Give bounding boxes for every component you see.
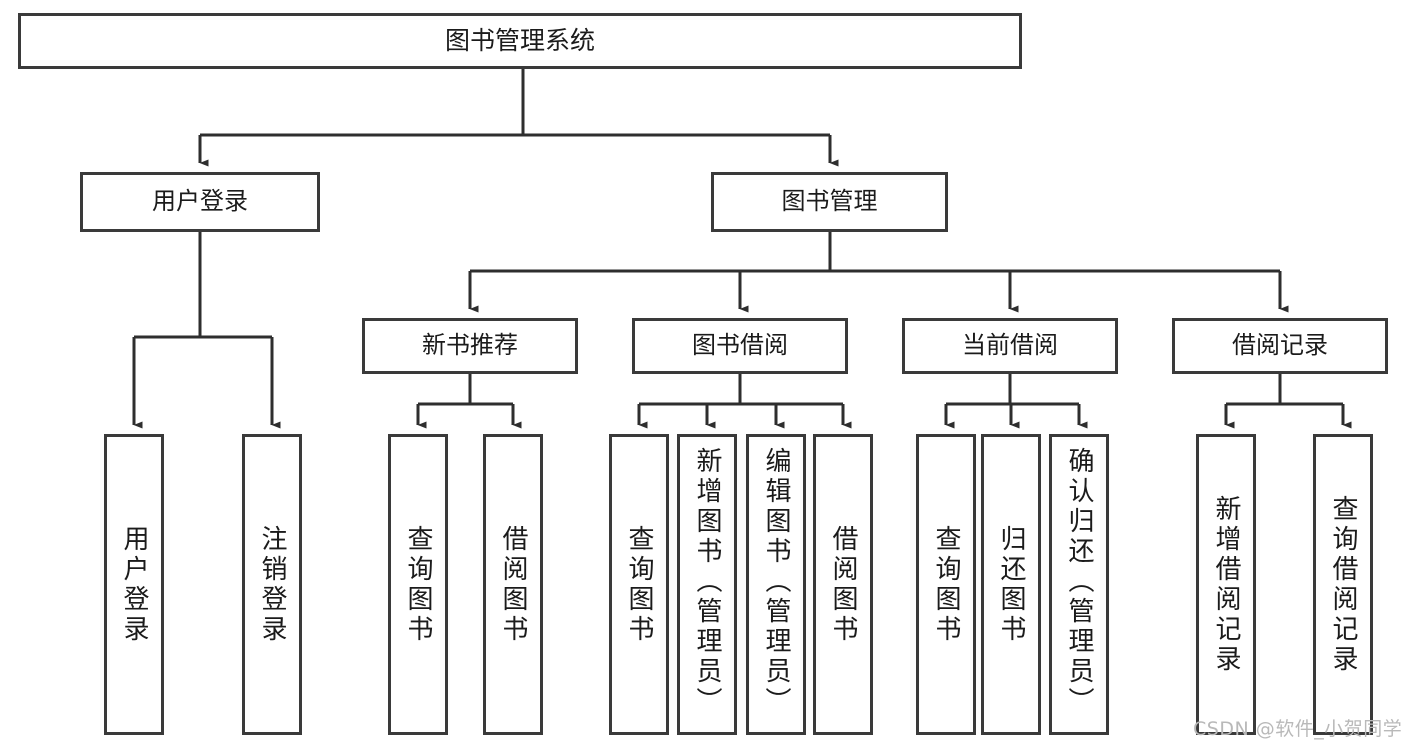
node-root-label: 图书管理系统 — [444, 25, 595, 55]
node-leaf-query-book-2-label: 查询图书 — [624, 524, 654, 645]
node-leaf-confirm-return[interactable]: 确认归还（管理员） — [1049, 434, 1109, 735]
node-current-borrow-label: 当前借阅 — [962, 331, 1058, 360]
node-leaf-query-record-label: 查询借阅记录 — [1328, 494, 1358, 675]
node-current-borrow[interactable]: 当前借阅 — [902, 318, 1118, 374]
node-leaf-query-book-1[interactable]: 查询图书 — [388, 434, 448, 735]
node-leaf-edit-book[interactable]: 编辑图书（管理员） — [746, 434, 806, 735]
node-leaf-confirm-return-label: 确认归还（管理员） — [1064, 447, 1094, 717]
node-new-book-rec-label: 新书推荐 — [422, 331, 518, 360]
node-leaf-user-login-label: 用户登录 — [119, 524, 149, 645]
node-new-book-rec[interactable]: 新书推荐 — [362, 318, 578, 374]
node-book-borrow-label: 图书借阅 — [692, 331, 788, 360]
node-leaf-edit-book-label: 编辑图书（管理员） — [761, 447, 791, 717]
node-leaf-add-record[interactable]: 新增借阅记录 — [1196, 434, 1256, 735]
node-leaf-query-record[interactable]: 查询借阅记录 — [1313, 434, 1373, 735]
node-leaf-return-book-label: 归还图书 — [996, 524, 1026, 645]
node-leaf-query-book-1-label: 查询图书 — [403, 524, 433, 645]
node-leaf-query-book-3[interactable]: 查询图书 — [916, 434, 976, 735]
node-leaf-borrow-book-1-label: 借阅图书 — [498, 524, 528, 645]
node-leaf-add-record-label: 新增借阅记录 — [1211, 494, 1241, 675]
node-leaf-add-book[interactable]: 新增图书（管理员） — [677, 434, 737, 735]
node-leaf-borrow-book-2[interactable]: 借阅图书 — [813, 434, 873, 735]
node-leaf-logout[interactable]: 注销登录 — [242, 434, 302, 735]
node-leaf-query-book-3-label: 查询图书 — [931, 524, 961, 645]
node-root[interactable]: 图书管理系统 — [18, 13, 1022, 69]
node-borrow-record[interactable]: 借阅记录 — [1172, 318, 1388, 374]
node-leaf-add-book-label: 新增图书（管理员） — [692, 447, 722, 717]
watermark: CSDN @软件_小贺同学 — [1193, 718, 1403, 740]
node-borrow-record-label: 借阅记录 — [1232, 331, 1328, 360]
node-book-manage[interactable]: 图书管理 — [711, 172, 948, 232]
node-leaf-borrow-book-1[interactable]: 借阅图书 — [483, 434, 543, 735]
node-user-login[interactable]: 用户登录 — [80, 172, 320, 232]
node-leaf-borrow-book-2-label: 借阅图书 — [828, 524, 858, 645]
node-book-manage-label: 图书管理 — [781, 187, 878, 216]
node-leaf-logout-label: 注销登录 — [257, 524, 287, 645]
node-leaf-return-book[interactable]: 归还图书 — [981, 434, 1041, 735]
node-user-login-label: 用户登录 — [152, 187, 248, 216]
node-leaf-user-login[interactable]: 用户登录 — [104, 434, 164, 735]
node-book-borrow[interactable]: 图书借阅 — [632, 318, 848, 374]
node-leaf-query-book-2[interactable]: 查询图书 — [609, 434, 669, 735]
